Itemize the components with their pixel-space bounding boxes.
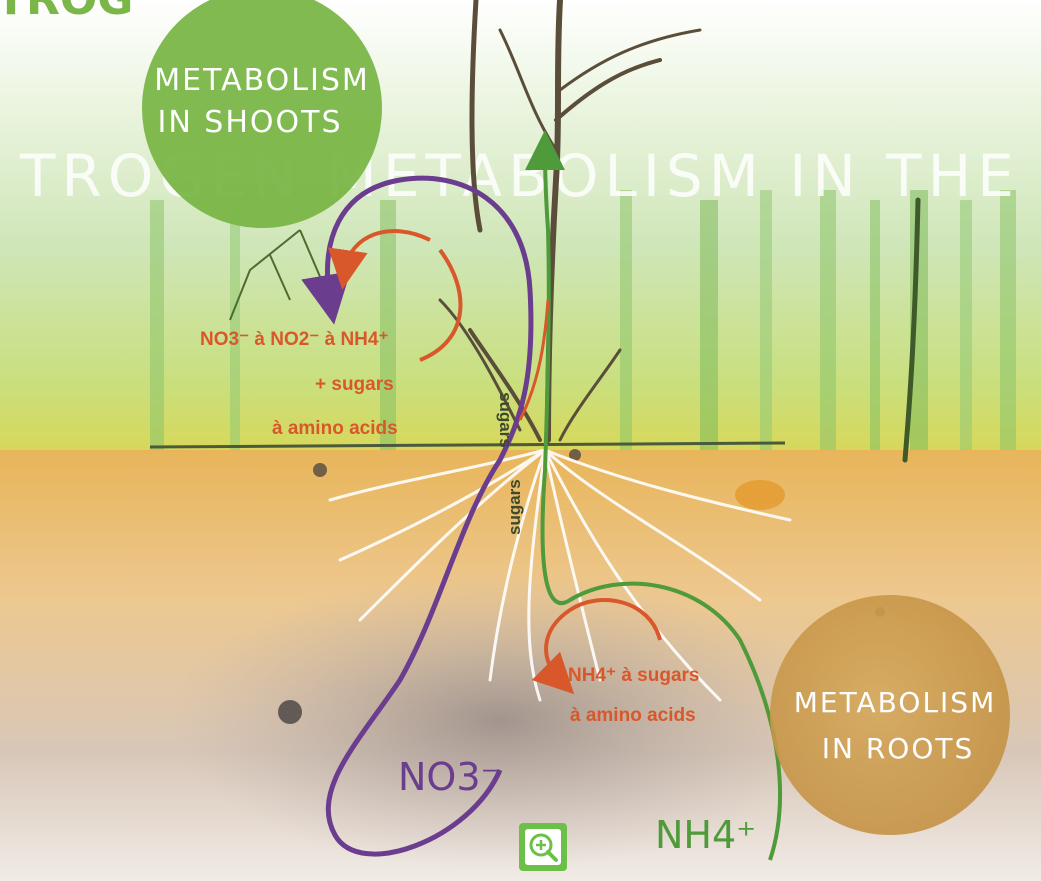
- stem-label-upper: sugars: [496, 392, 515, 448]
- shoot-reaction-line2: + sugars: [315, 374, 394, 395]
- shoot-label-line2: IN SHOOTS: [157, 105, 342, 140]
- header-fragment-text: TROG: [0, 0, 133, 25]
- root-label-line2: IN ROOTS: [822, 732, 975, 765]
- soil-ammonium-label: NH4⁺: [655, 813, 756, 857]
- shoot-reaction-line1: NO3⁻ à NO2⁻ à NH4⁺: [200, 329, 388, 350]
- root-label-line1: METABOLISM: [794, 686, 996, 719]
- soil-pebble: [735, 480, 785, 510]
- soil-stone: [278, 700, 302, 724]
- soil-nitrate-label: NO3⁻: [398, 755, 501, 799]
- soil-stone: [313, 463, 327, 477]
- stem-label-lower: sugars: [505, 479, 524, 535]
- shoot-reaction-line3: à amino acids: [272, 418, 398, 439]
- shoot-label-line1: METABOLISM: [154, 63, 370, 98]
- zoom-in-button[interactable]: [519, 823, 567, 871]
- root-reaction-line2: à amino acids: [570, 705, 696, 726]
- root-reaction-line1: NH4⁺ à sugars: [568, 665, 699, 686]
